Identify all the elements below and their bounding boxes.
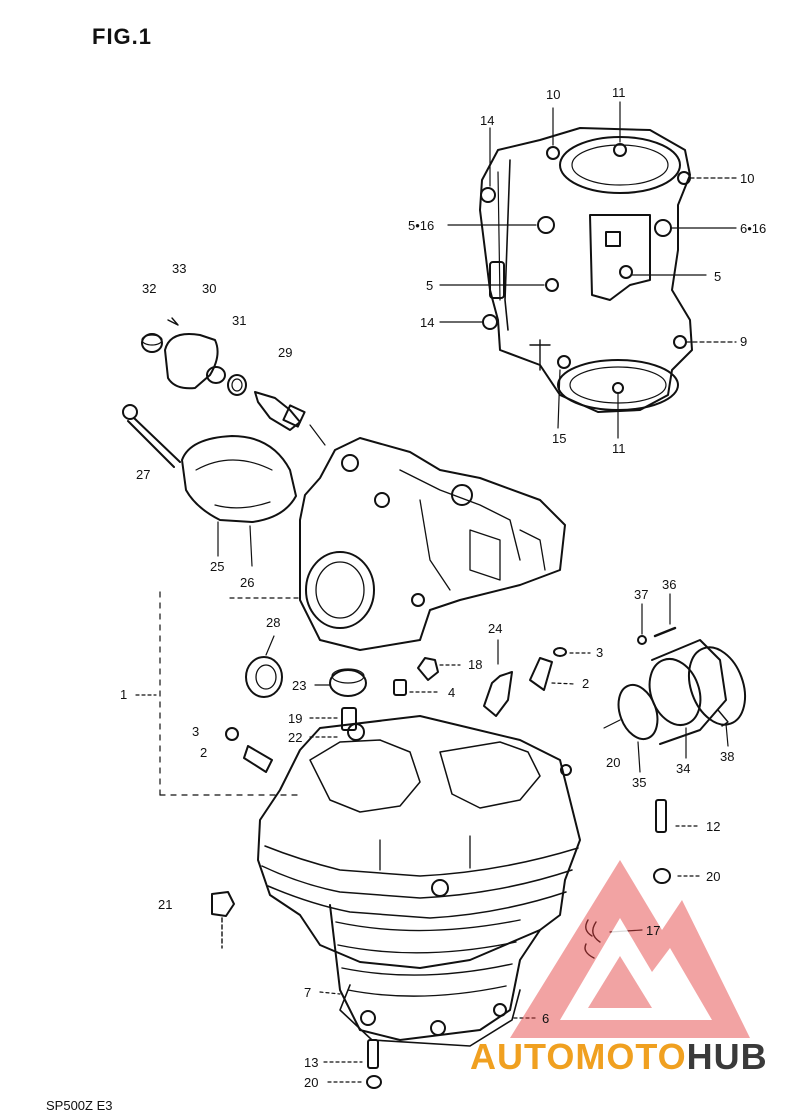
top-cover-leaders: [439, 101, 737, 439]
callout-5: 5: [426, 278, 434, 293]
callout-33: 33: [172, 261, 187, 276]
callout-26: 26: [240, 575, 255, 590]
part-21: [211, 891, 235, 949]
cylinder-head-lower: [257, 715, 581, 969]
callout-32: 32: [142, 281, 157, 296]
callout-24: 24: [488, 621, 503, 636]
callout-14: 14: [480, 113, 495, 128]
callout-23: 23: [292, 678, 307, 693]
callout-30: 30: [202, 281, 217, 296]
watermark-part2: HUB: [686, 1036, 768, 1077]
callout-22: 22: [288, 730, 303, 745]
callout-3: 3: [192, 724, 200, 739]
callout-25: 25: [210, 559, 225, 574]
callout-37: 37: [634, 587, 649, 602]
callout-9: 9: [740, 334, 748, 349]
callout-36: 36: [662, 577, 677, 592]
callout-5-16: 5•16: [408, 218, 435, 233]
callout-35: 35: [632, 775, 647, 790]
callout-7: 7: [304, 985, 312, 1000]
callout-6-16: 6•16: [740, 221, 767, 236]
small-upper-parts: [141, 317, 326, 446]
callout-38: 38: [720, 749, 735, 764]
callout-1: 1: [120, 687, 128, 702]
watermark-logo: [510, 860, 750, 1038]
callout-20: 20: [304, 1075, 319, 1090]
callout-34: 34: [676, 761, 691, 776]
callout-5: 5: [714, 269, 722, 284]
callout-4: 4: [448, 685, 456, 700]
head-cover-plate: [479, 127, 693, 413]
callout-10: 10: [740, 171, 755, 186]
callout-29: 29: [278, 345, 293, 360]
callout-21: 21: [158, 897, 173, 912]
callout-18: 18: [468, 657, 483, 672]
callout-27: 27: [136, 467, 151, 482]
cylinder-block: [319, 904, 541, 1047]
callout-10: 10: [546, 87, 561, 102]
oil-seal-28: [245, 635, 283, 698]
assembly-1-bracket: [159, 591, 301, 796]
plugs-and-caps: [314, 639, 591, 717]
bolt-27: [122, 404, 181, 468]
cylinder-head-upper: [229, 437, 566, 651]
callout-12: 12: [706, 819, 721, 834]
callout-17: 17: [646, 923, 661, 938]
callout-19: 19: [288, 711, 303, 726]
watermark-part1: AUTOMOTO: [470, 1036, 687, 1077]
callout-11: 11: [612, 441, 626, 456]
callout-3: 3: [596, 645, 604, 660]
figure-title: FIG.1: [92, 24, 153, 49]
callout-31: 31: [232, 313, 247, 328]
stud-13-group: [323, 1039, 382, 1089]
callout-11: 11: [612, 85, 626, 100]
callout-13: 13: [304, 1055, 319, 1070]
watermark-text: AUTOMOTOHUB: [470, 1036, 768, 1078]
cover-25: [181, 435, 297, 567]
callout-2: 2: [582, 676, 590, 691]
intake-pipe-assembly: [603, 593, 747, 773]
callout-14: 14: [420, 315, 435, 330]
callout-20: 20: [606, 755, 621, 770]
callout-15: 15: [552, 431, 567, 446]
callout-6: 6: [542, 1011, 550, 1026]
callout-28: 28: [266, 615, 281, 630]
model-code: SP500Z E3: [46, 1098, 113, 1113]
callout-20: 20: [706, 869, 721, 884]
callout-2: 2: [200, 745, 208, 760]
